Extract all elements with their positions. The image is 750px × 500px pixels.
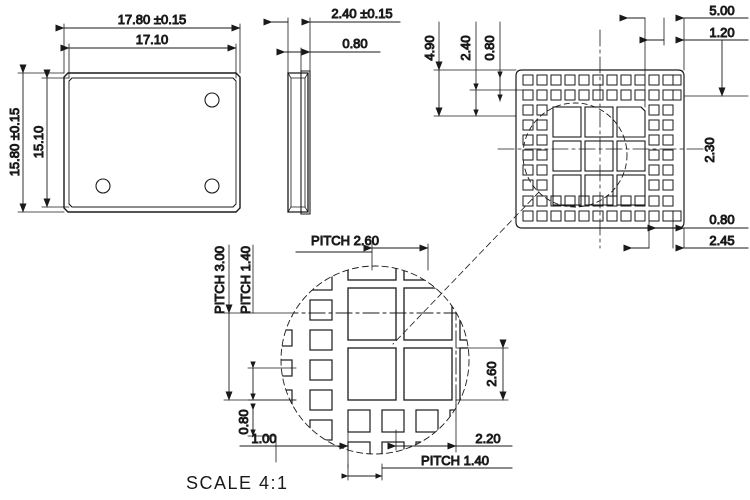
mounting-hole-bottom-right [204, 178, 220, 194]
mounting-hole-top-right [204, 92, 220, 108]
side-chamfer-br [304, 206, 309, 213]
dim-label-thickness-inner: 0.80 [342, 36, 367, 51]
dim-label-pv-500: 5.00 [709, 3, 734, 18]
corner-chamfer-br [232, 203, 237, 208]
side-chamfer-tl [287, 72, 292, 79]
scale-note: SCALE 4:1 [186, 473, 289, 493]
pad-key-chamfer [640, 106, 646, 112]
dim-label-width-inner: 17.10 [136, 32, 169, 47]
top-view: 17.80 ±0.15 17.10 15.80 ±0.15 15.10 [7, 12, 241, 213]
side-view: 2.40 ±0.15 0.80 [263, 6, 401, 215]
dim-label-dv-080: 0.80 [236, 409, 251, 434]
detail-boundary-circle [280, 265, 470, 455]
dim-label-pv-240: 2.40 [458, 35, 473, 60]
dim-label-dv-pitch140-bottom: PITCH 1.40 [421, 453, 489, 468]
detail-indicator-circle [522, 102, 628, 208]
dim-label-pv-230: 2.30 [702, 137, 717, 162]
dim-label-pv-120: 1.20 [709, 25, 734, 40]
pad-row-bottom [522, 210, 682, 222]
pad-col-right [648, 104, 674, 191]
dim-label-pv-490: 4.90 [422, 35, 437, 60]
dim-label-dv-100: 1.00 [251, 431, 276, 446]
dim-label-width-overall: 17.80 ±0.15 [118, 12, 187, 27]
board-outline-outer [63, 72, 241, 213]
corner-chamfer-tr [232, 77, 237, 82]
dim-label-thickness-overall: 2.40 ±0.15 [331, 6, 392, 21]
pad-row-top [522, 74, 682, 86]
mounting-hole-bottom-left [95, 178, 111, 194]
side-lip-outline [300, 70, 311, 215]
dim-label-dv-260: 2.60 [484, 361, 499, 386]
dim-label-pv-080: 0.80 [482, 35, 497, 60]
dim-label-pv-245: 2.45 [709, 233, 734, 248]
detail-view: PITCH 3.00 PITCH 1.40 PITCH 2.60 2.60 0.… [212, 233, 513, 481]
dim-label-dv-pitch260: PITCH 2.60 [311, 233, 379, 248]
dim-label-dv-pitch300: PITCH 3.00 [212, 246, 227, 314]
dim-label-dv-220: 2.20 [475, 431, 500, 446]
corner-chamfer-bl [68, 203, 73, 208]
pad-row-top-2 [522, 89, 682, 101]
dim-label-height-overall: 15.80 ±0.15 [7, 108, 22, 177]
corner-chamfer-tl [68, 77, 73, 82]
side-chamfer-tr [304, 72, 309, 79]
dim-label-pv-080-bottom: 0.80 [709, 212, 734, 227]
pad-layout-view: 4.90 2.40 0.80 5.00 1.20 2.30 0.80 2.45 [392, 3, 749, 345]
detail-leader-line [392, 191, 540, 345]
pad-grid-center [552, 106, 646, 206]
side-chamfer-bl [287, 206, 292, 213]
dim-label-height-inner: 15.10 [31, 126, 46, 159]
dim-label-dv-pitch140: PITCH 1.40 [238, 246, 253, 314]
